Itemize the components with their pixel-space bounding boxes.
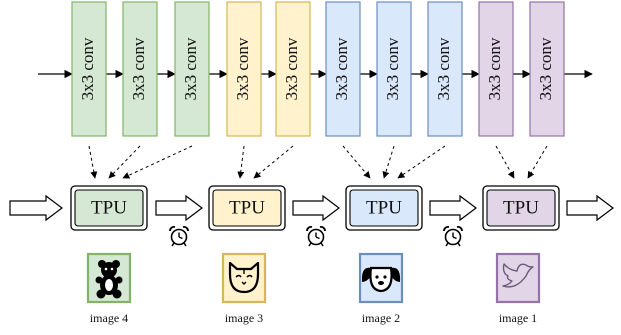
conv-to-tpu-links bbox=[88, 145, 548, 179]
conv-box bbox=[427, 1, 463, 137]
bird-icon bbox=[502, 263, 534, 288]
conv-label: 3x3 conv bbox=[233, 37, 252, 100]
conv-box bbox=[275, 1, 311, 137]
alarm-clock-icon bbox=[169, 226, 189, 247]
flow-arrow bbox=[292, 194, 340, 222]
conv-box bbox=[174, 1, 210, 137]
conv-tpu-link bbox=[527, 145, 548, 179]
conv-box bbox=[529, 1, 565, 137]
conv-block: 3x3 conv bbox=[275, 1, 311, 137]
conv-block: 3x3 conv bbox=[226, 1, 262, 137]
conv-block: 3x3 conv bbox=[71, 1, 107, 137]
tpu-label: TPU bbox=[503, 197, 539, 218]
image-frame bbox=[495, 252, 541, 304]
tpu-inner-box bbox=[212, 189, 282, 227]
conv-box bbox=[226, 1, 262, 137]
image-tile: image 4 bbox=[86, 252, 132, 325]
conv-label: 3x3 conv bbox=[78, 37, 97, 100]
conv-tpu-link bbox=[253, 145, 294, 179]
flow-arrow bbox=[566, 194, 614, 222]
tpu-label: TPU bbox=[229, 197, 265, 218]
conv-block: 3x3 conv bbox=[122, 1, 158, 137]
conv-block: 3x3 conv bbox=[427, 1, 463, 137]
teddy-bear-icon bbox=[95, 260, 123, 299]
image-tile: image 2 bbox=[358, 252, 404, 325]
conv-label: 3x3 conv bbox=[332, 37, 351, 100]
tpu-block: TPU bbox=[208, 185, 286, 231]
cat-icon bbox=[228, 261, 260, 294]
conv-label: 3x3 conv bbox=[434, 37, 453, 100]
alarm-clock-icon bbox=[443, 226, 463, 247]
image-label: image 3 bbox=[225, 311, 263, 325]
conv-block: 3x3 conv bbox=[174, 1, 210, 137]
conv-block: 3x3 conv bbox=[478, 1, 514, 137]
dog-icon bbox=[361, 266, 401, 293]
conv-block: 3x3 conv bbox=[325, 1, 361, 137]
tpu-row: TPU TPU TPU TPU bbox=[9, 185, 614, 231]
conv-tpu-link bbox=[88, 145, 98, 179]
image-label: image 4 bbox=[90, 311, 128, 325]
clock-row bbox=[169, 226, 463, 247]
conv-block: 3x3 conv bbox=[529, 1, 565, 137]
conv-box bbox=[478, 1, 514, 137]
alarm-clock-icon bbox=[306, 226, 326, 247]
tpu-block: TPU bbox=[482, 185, 560, 231]
conv-tpu-link bbox=[237, 145, 245, 179]
conv-box bbox=[376, 1, 412, 137]
conv-tpu-link bbox=[122, 145, 193, 179]
tpu-inner-box bbox=[74, 189, 144, 227]
image-row: image 4 image 3 image 2 image 1 bbox=[86, 252, 541, 325]
conv-tpu-link bbox=[495, 145, 515, 179]
tpu-block: TPU bbox=[70, 185, 148, 231]
image-tile: image 1 bbox=[495, 252, 541, 325]
tpu-inner-box bbox=[349, 189, 419, 227]
conv-tpu-link bbox=[397, 145, 446, 179]
image-label: image 2 bbox=[362, 311, 400, 325]
conv-block: 3x3 conv bbox=[376, 1, 412, 137]
conv-label: 3x3 conv bbox=[129, 37, 148, 100]
tpu-label: TPU bbox=[91, 197, 127, 218]
conv-layer-row: 3x3 conv 3x3 conv 3x3 conv 3x3 conv 3x3 conv… bbox=[38, 1, 593, 137]
tpu-inner-box bbox=[486, 189, 556, 227]
image-tile: image 3 bbox=[221, 252, 267, 325]
tpu-label: TPU bbox=[366, 197, 402, 218]
flow-arrow bbox=[9, 194, 63, 222]
image-label: image 1 bbox=[499, 311, 537, 325]
conv-tpu-link bbox=[382, 145, 395, 179]
flow-arrow bbox=[429, 194, 477, 222]
conv-box bbox=[122, 1, 158, 137]
conv-box bbox=[71, 1, 107, 137]
flow-arrow bbox=[155, 194, 203, 222]
conv-label: 3x3 conv bbox=[282, 37, 301, 100]
conv-label: 3x3 conv bbox=[536, 37, 555, 100]
conv-tpu-link bbox=[342, 145, 371, 179]
conv-label: 3x3 conv bbox=[383, 37, 402, 100]
conv-tpu-link bbox=[108, 145, 141, 179]
conv-box bbox=[325, 1, 361, 137]
tpu-block: TPU bbox=[345, 185, 423, 231]
conv-label: 3x3 conv bbox=[485, 37, 504, 100]
conv-label: 3x3 conv bbox=[181, 37, 200, 100]
